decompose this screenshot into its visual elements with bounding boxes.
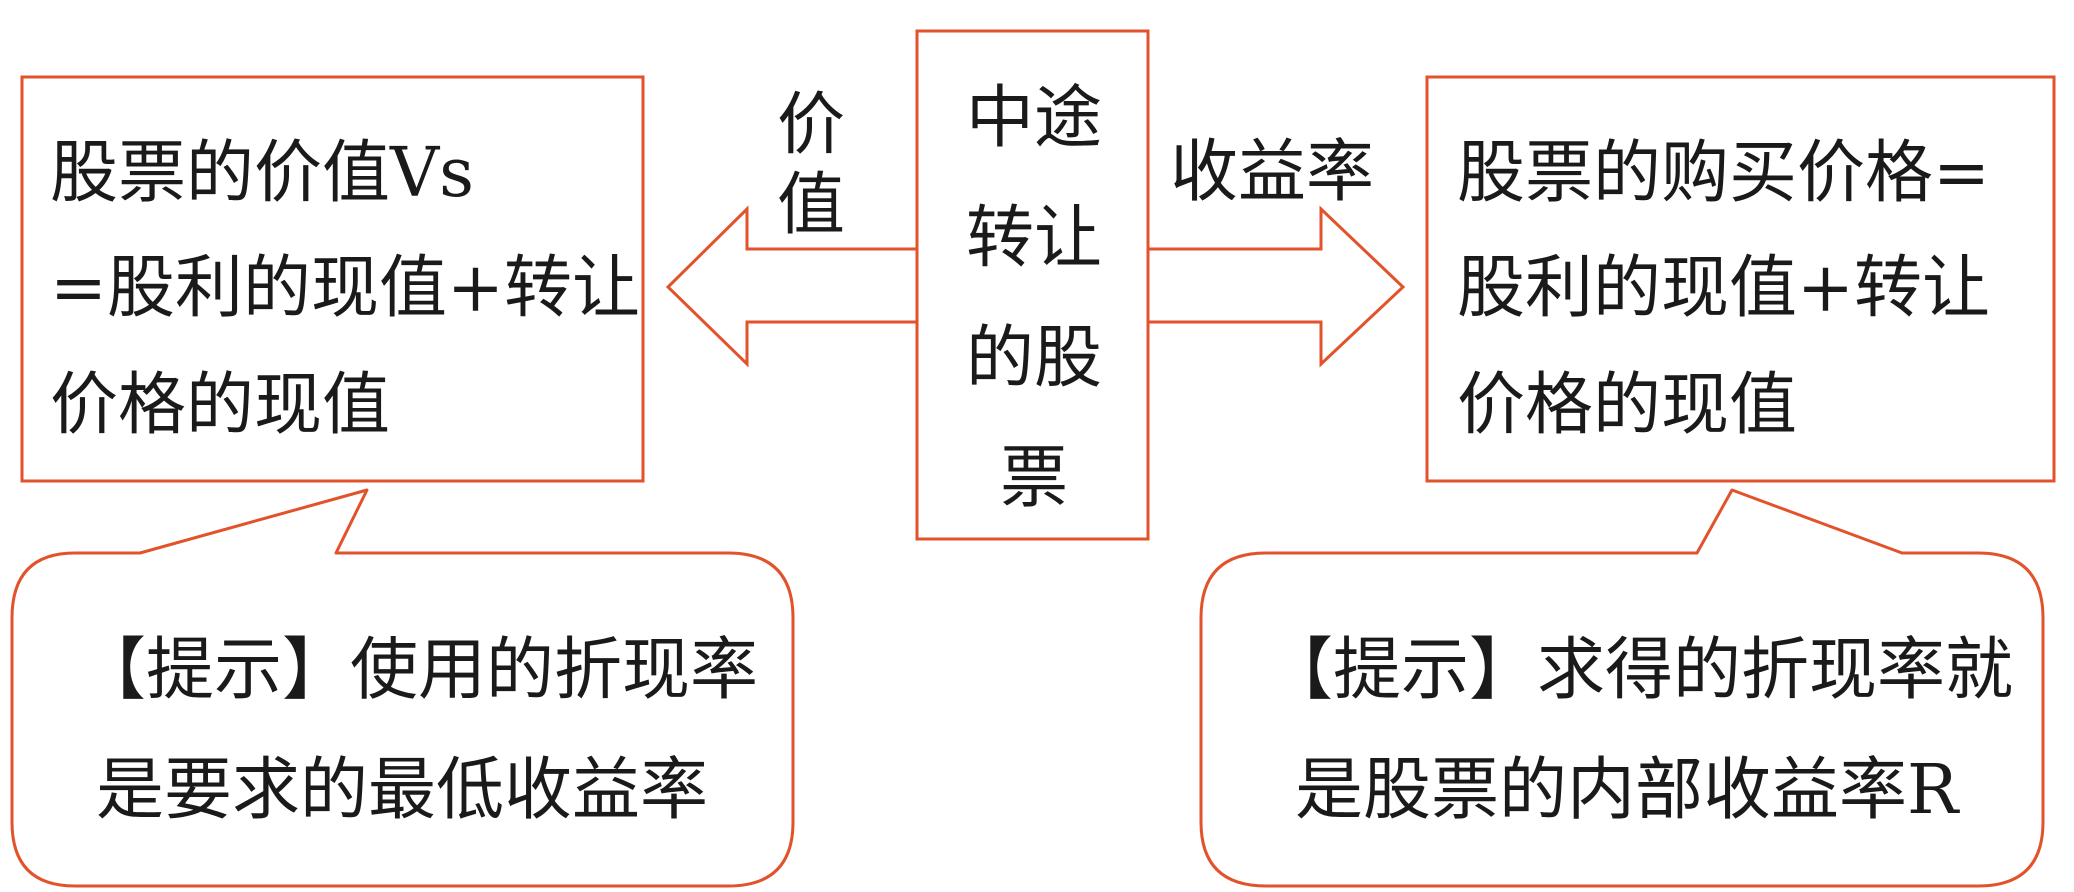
left-box-line-2: =股利的现值+转让: [50, 249, 640, 328]
left-box-line-3: 价格的现值: [50, 366, 391, 445]
left-callout-line-2: 是要求的最低收益率: [96, 751, 709, 830]
right-box: [1425, 75, 2056, 483]
left-arrow-label-line-2: 值: [777, 166, 846, 245]
left-callout-line-1: 【提示】使用的折现率: [78, 631, 759, 710]
left-box: [20, 75, 645, 483]
right-callout-line-1: 【提示】求得的折现率就: [1265, 631, 2014, 710]
center-line-4: 票: [1000, 439, 1069, 518]
right-box-line-3: 价格的现值: [1457, 366, 1798, 445]
left-arrow-label-line-1: 价: [777, 86, 846, 165]
right-box-line-1: 股票的购买价格=: [1457, 134, 1990, 213]
center-line-3: 的股: [966, 319, 1103, 398]
center-line-1: 中途: [966, 79, 1103, 158]
right-callout-bubble: [1199, 488, 2045, 888]
left-box-line-1: 股票的价值Vs: [50, 134, 475, 213]
left-callout-bubble: [10, 488, 795, 888]
right-arrow-label: 收益率: [1170, 133, 1375, 212]
right-box-line-2: 股利的现值+转让: [1457, 249, 1990, 328]
right-callout-line-2: 是股票的内部收益率R: [1295, 751, 1959, 830]
center-line-2: 转让: [966, 199, 1103, 278]
right-arrow: [1146, 205, 1406, 368]
left-arrow: [665, 205, 919, 368]
